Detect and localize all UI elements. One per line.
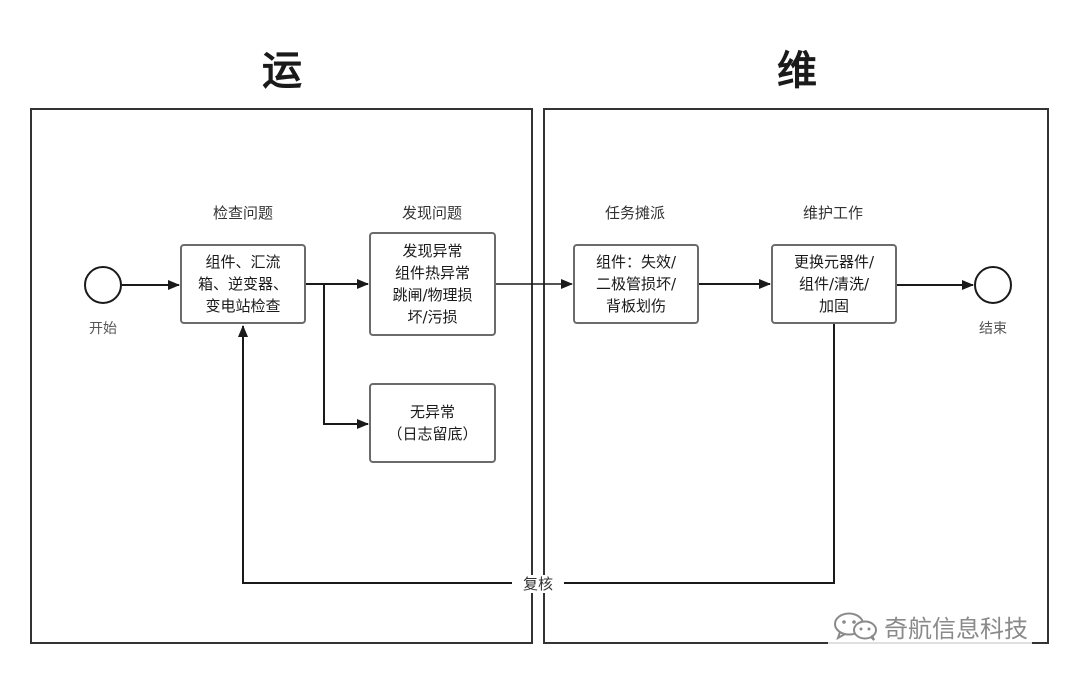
found-task-box: 发现异常 组件热异常 跳闸/物理损 坏/污损: [369, 232, 496, 336]
maintenance-title: 维: [777, 48, 819, 94]
assign-task-box: 组件：失效/ 二极管损坏/ 背板划伤: [573, 244, 699, 324]
watermark: 奇航信息科技: [828, 608, 1032, 644]
stage-label-check: 检查问题: [212, 204, 273, 222]
maintenance-panel: [543, 108, 1049, 644]
wechat-icon: [834, 612, 877, 641]
stage-label-assign: 任务摊派: [604, 204, 665, 222]
assign-task-text: 组件：失效/ 二极管损坏/ 背板划伤: [595, 253, 677, 315]
start-label: 开始: [89, 321, 117, 337]
operation-panel: [30, 108, 533, 644]
check-task-box: 组件、汇流 箱、逆变器、 变电站检查: [180, 244, 306, 324]
edge-review-loop: [238, 324, 835, 584]
maintain-task-text: 更换元器件/ 组件/清洗/ 加固: [793, 253, 875, 315]
end-label: 结束: [979, 321, 1007, 337]
operation-title: 运: [262, 48, 304, 94]
edge-check-to-none: [323, 284, 369, 429]
review-edge-label: 复核: [512, 575, 564, 593]
start-event: [84, 266, 122, 304]
found-task-text: 发现异常 组件热异常 跳闸/物理损 坏/污损: [392, 242, 473, 326]
no-anomaly-text: 无异常 （日志留底）: [387, 403, 478, 443]
stage-label-found: 发现问题: [401, 204, 462, 222]
stage-label-maintain: 维护工作: [802, 204, 863, 222]
no-anomaly-box: 无异常 （日志留底）: [369, 383, 496, 463]
watermark-text: 奇航信息科技: [884, 614, 1028, 643]
check-task-text: 组件、汇流 箱、逆变器、 变电站检查: [197, 253, 288, 315]
maintain-task-box: 更换元器件/ 组件/清洗/ 加固: [771, 244, 897, 324]
end-event: [974, 266, 1012, 304]
